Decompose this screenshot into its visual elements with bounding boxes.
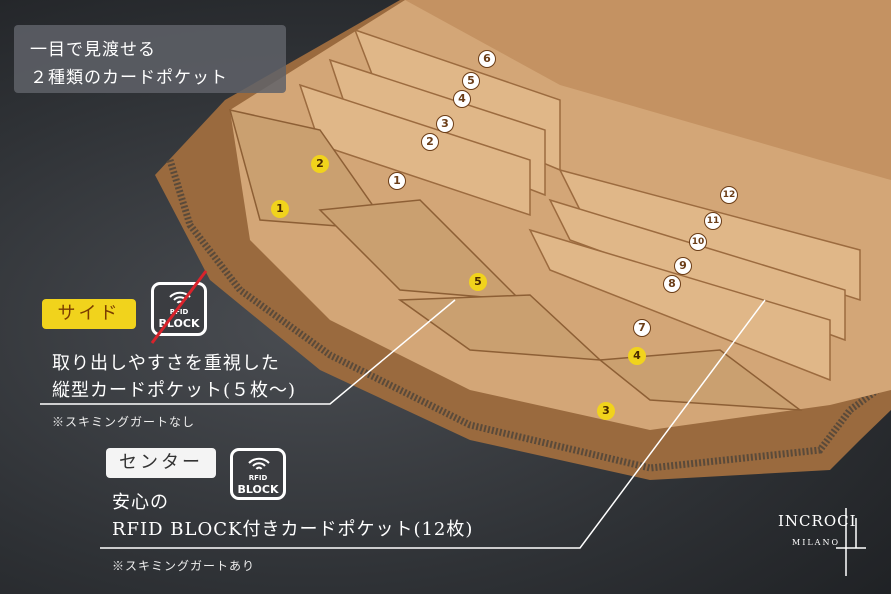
center-pocket-marker: 9 (674, 257, 692, 275)
center-desc-line2: RFID BLOCK付きカードポケット(12枚) (112, 519, 474, 540)
center-tag: センター (106, 448, 216, 478)
center-pocket-marker: 3 (436, 115, 454, 133)
center-pocket-marker: 5 (462, 72, 480, 90)
side-pocket-marker: 5 (469, 273, 487, 291)
wallet-back-wall (405, 0, 891, 180)
wallet-zipper (166, 158, 891, 472)
side-card-pockets (228, 108, 803, 411)
block-label: BLOCK (237, 483, 279, 496)
center-pocket-marker: 7 (633, 319, 651, 337)
center-pocket-marker: 2 (421, 133, 439, 151)
side-pocket-marker: 2 (311, 155, 329, 173)
side-leader-line (40, 299, 456, 405)
rfid-block-icon: RFID BLOCK (230, 448, 286, 500)
side-pocket-marker: 3 (597, 402, 615, 420)
center-pocket-marker: 4 (453, 90, 471, 108)
side-tag: サイド (42, 299, 136, 329)
side-pocket-marker: 1 (271, 200, 289, 218)
rfid-label: RFID (248, 474, 268, 482)
side-desc-line1: 取り出しやすさを重視した (52, 353, 280, 374)
center-note: ※スキミングガートあり (112, 559, 256, 573)
center-pocket-marker: 6 (478, 50, 496, 68)
brand-name: INCROCI (778, 512, 857, 530)
block-label: BLOCK (158, 317, 200, 330)
headline-box: 一目で見渡せる ２種類のカードポケット (14, 25, 286, 93)
side-desc-line2: 縦型カードポケット(５枚〜) (52, 380, 297, 401)
side-pocket-marker: 4 (628, 347, 646, 365)
side-note: ※スキミングガートなし (52, 415, 196, 429)
headline-line1: 一目で見渡せる (30, 40, 156, 60)
center-pocket-marker: 12 (720, 186, 738, 204)
center-pocket-marker: 1 (388, 172, 406, 190)
brand-sub: MILANO (792, 538, 840, 547)
center-pocket-marker: 11 (704, 212, 722, 230)
center-pocket-marker: 10 (689, 233, 707, 251)
center-leader-line (100, 299, 766, 549)
center-desc-line1: 安心の (112, 492, 169, 513)
brand-logo: INCROCI MILANO (778, 508, 866, 576)
rfid-label: RFID (169, 308, 189, 316)
headline-line2: ２種類のカードポケット (30, 68, 228, 88)
center-pocket-marker: 8 (663, 275, 681, 293)
rfid-block-crossed-icon: RFID BLOCK (150, 270, 208, 344)
